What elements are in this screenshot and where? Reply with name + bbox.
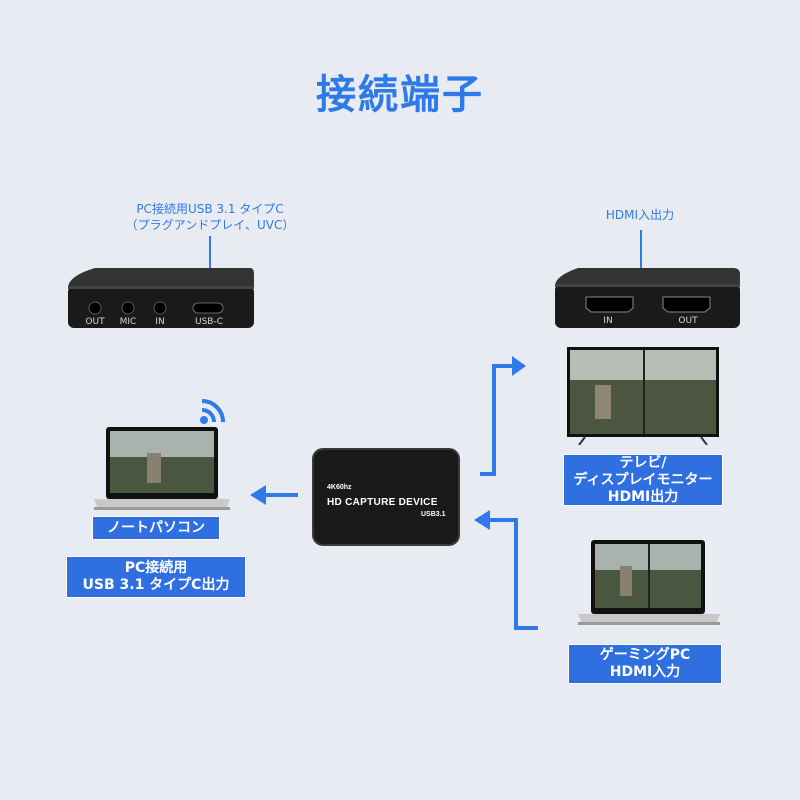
usb-port-callout-line1: PC接続用USB 3.1 タイプC xyxy=(136,202,284,216)
label-pc-output: PC接続用 USB 3.1 タイプC出力 xyxy=(66,556,246,598)
capture-device-label-4k: 4K60hz xyxy=(327,484,352,491)
label-laptop: ノートパソコン xyxy=(92,516,220,540)
port-label-usbc: USB-C xyxy=(194,317,223,327)
port-label-out: OUT xyxy=(85,317,105,327)
label-laptop-text: ノートパソコン xyxy=(107,519,205,536)
page-title: 接続端子 xyxy=(316,72,484,118)
tv-image xyxy=(565,345,721,449)
arrow-left-icon xyxy=(248,480,300,514)
port-label-in: IN xyxy=(155,317,165,327)
capture-device-label-usb: USB3.1 xyxy=(421,511,446,518)
hdmi-callout-line xyxy=(640,230,642,298)
hdmi-label-out: OUT xyxy=(678,316,698,326)
usb-callout-line xyxy=(209,236,211,298)
wifi-icon xyxy=(198,398,228,430)
label-pc-output-line2: USB 3.1 タイプC出力 xyxy=(82,577,230,593)
capture-device-usb-side: OUT MIC IN USB-C xyxy=(65,262,255,332)
label-tv-line1: テレビ/ xyxy=(619,454,667,471)
capture-device-main: 4K60hz HD CAPTURE DEVICE USB3.1 xyxy=(311,447,461,547)
usb-port-callout-line2: （プラグアンドプレイ、UVC） xyxy=(125,218,295,232)
label-tv-line2: ディスプレイモニター xyxy=(573,471,713,488)
label-gaming-line1: ゲーミングPC xyxy=(599,647,691,663)
capture-device-label-name: HD CAPTURE DEVICE xyxy=(327,497,438,508)
label-tv: テレビ/ ディスプレイモニター HDMI出力 xyxy=(563,454,723,506)
laptop-image xyxy=(92,425,232,529)
arrow-right-icon xyxy=(476,350,546,482)
capture-device-hdmi-side: IN OUT xyxy=(553,264,743,332)
label-gaming-pc: ゲーミングPC HDMI入力 xyxy=(568,644,722,684)
gaming-pc-image xyxy=(575,538,723,642)
arrow-in-icon xyxy=(466,500,546,642)
label-pc-output-line1: PC接続用 xyxy=(124,560,188,576)
usb-port-callout: PC接続用USB 3.1 タイプC （プラグアンドプレイ、UVC） xyxy=(100,201,320,233)
hdmi-port-callout: HDMI入出力 xyxy=(605,208,675,222)
label-tv-line3: HDMI出力 xyxy=(607,488,679,505)
label-gaming-line2: HDMI入力 xyxy=(609,664,681,680)
port-label-mic: MIC xyxy=(119,317,137,327)
hdmi-label-in: IN xyxy=(603,316,613,326)
